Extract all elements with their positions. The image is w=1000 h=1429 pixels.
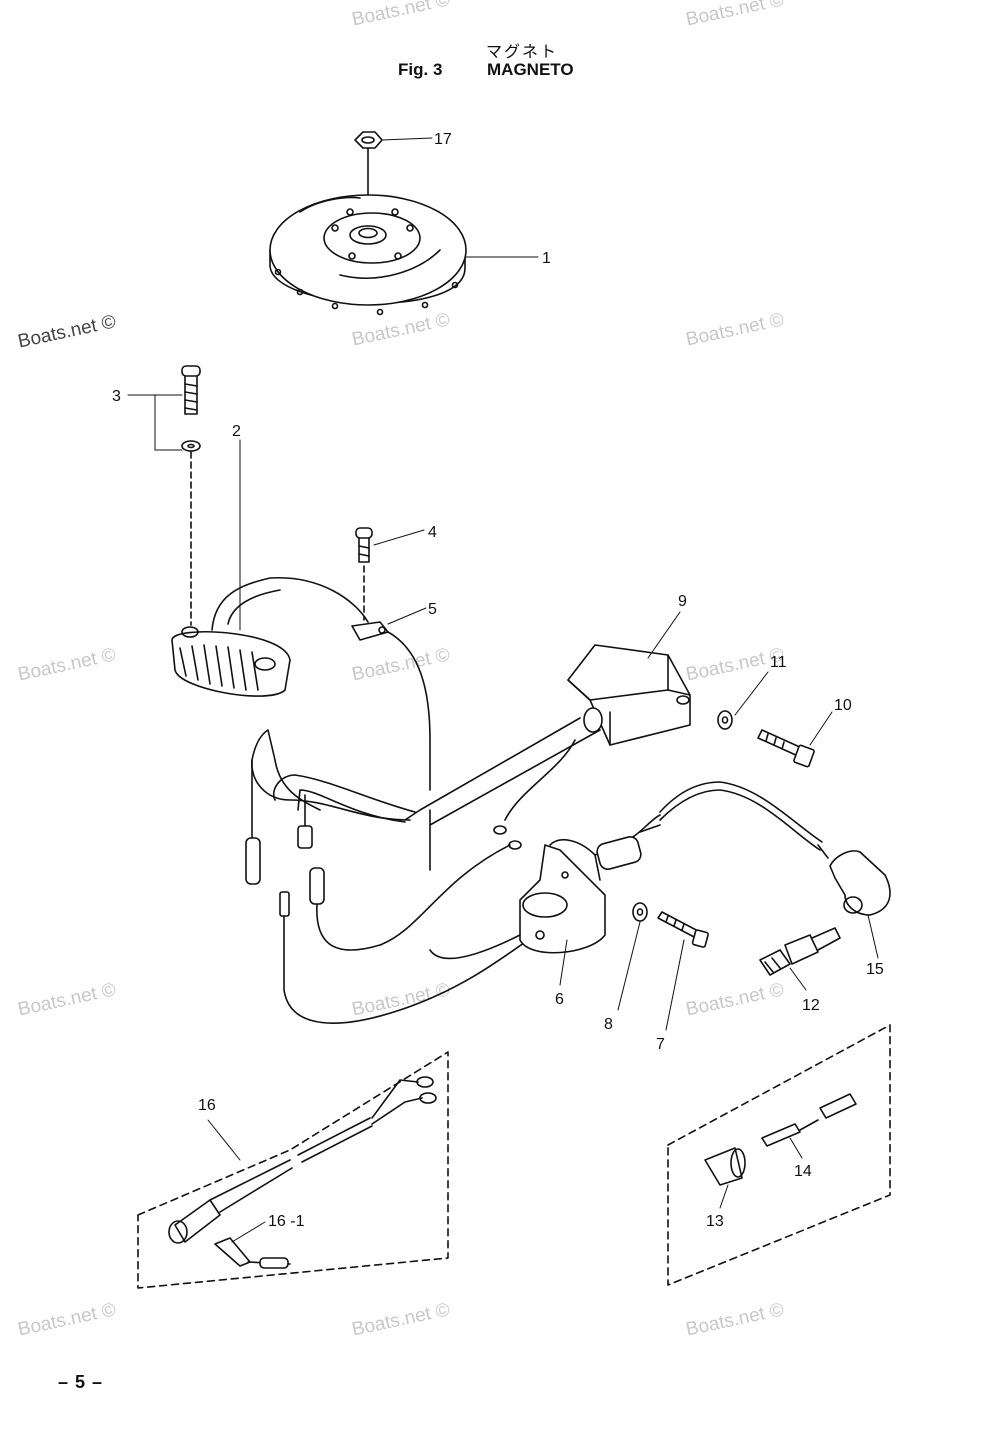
page-number: – 5 –: [58, 1372, 104, 1392]
callout-16-1: 16 -1: [268, 1213, 305, 1230]
callout-11: 11: [770, 654, 787, 671]
callout-5: 5: [428, 601, 437, 618]
part-6-ignition-coil[interactable]: [429, 814, 661, 960]
part-14-connector[interactable]: [761, 1093, 857, 1147]
part-15-plug-cap[interactable]: [659, 781, 891, 916]
callout-15: 15: [866, 961, 884, 978]
part-13-terminal-cap[interactable]: [704, 1147, 746, 1186]
callout-17: 17: [434, 131, 452, 148]
part-9-cdi-unit[interactable]: [404, 644, 691, 835]
callout-8: 8: [604, 1016, 613, 1033]
leader-lines: [127, 137, 879, 1243]
figure-title: MAGNETO: [487, 60, 574, 79]
part-16-stop-switch-box: [137, 1051, 449, 1289]
part-10-bolt[interactable]: [757, 729, 815, 768]
title-japanese: マグネト: [486, 42, 559, 61]
part-4-screw[interactable]: [355, 527, 373, 621]
callout-7: 7: [656, 1036, 665, 1053]
callout-10: 10: [834, 697, 852, 714]
part-5-clamp[interactable]: [351, 621, 431, 791]
part-1-flywheel[interactable]: [269, 194, 467, 316]
callout-12: 12: [802, 997, 820, 1014]
callout-9: 9: [678, 593, 687, 610]
callout-4: 4: [428, 524, 437, 541]
part-2-charge-coil[interactable]: [171, 577, 369, 697]
part-11-washer[interactable]: [717, 710, 733, 730]
figure-label: Fig. 3: [398, 60, 443, 79]
part-16-1-lanyard-clip[interactable]: [214, 1237, 291, 1269]
part-7-bolt[interactable]: [657, 911, 709, 948]
wire-harness: [245, 729, 536, 1024]
callout-labels: 17 1 2 3 4 5 9 11 10 6 8 7 15 12 16 16 -…: [112, 131, 884, 1230]
callout-2: 2: [232, 423, 241, 440]
callout-6: 6: [555, 991, 564, 1008]
callout-1: 1: [542, 250, 551, 267]
callout-3: 3: [112, 388, 121, 405]
parts-13-14-box: [667, 1024, 891, 1286]
callout-13: 13: [706, 1213, 724, 1230]
part-16-stop-switch[interactable]: [168, 1076, 437, 1244]
callout-14: 14: [794, 1163, 812, 1180]
part-8-washer[interactable]: [632, 902, 648, 922]
part-3-screw-washer[interactable]: [181, 365, 201, 626]
callout-16: 16: [198, 1097, 216, 1114]
part-12-spark-plug[interactable]: [759, 927, 841, 976]
